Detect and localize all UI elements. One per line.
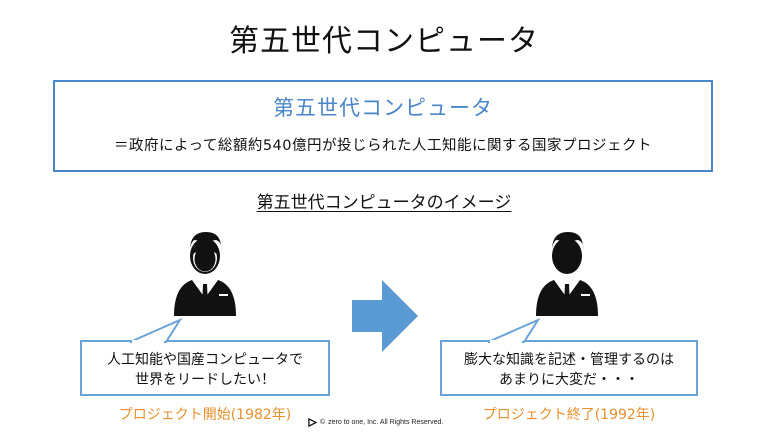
speech-bubble-left: 人工知能や国産コンピュータで 世界をリードしたい！ [80,340,330,396]
speech-bubble-right-tail [487,318,541,346]
businessman-icon [174,232,236,316]
image-section-title: 第五世代コンピュータのイメージ [0,188,768,213]
speech-left-line1: 人工知能や国産コンピュータで [107,352,303,368]
speech-left-line2: 世界をリードしたい！ [135,372,275,388]
caption-end: プロジェクト終了(1992年) [482,407,656,423]
speech-right-line1: 膨大な知識を記述・管理するのは [464,352,674,368]
speech-right-line2: あまりに大変だ・・・ [499,372,639,388]
copyright-symbol: © [320,419,326,426]
definition-box: 第五世代コンピュータ ＝政府によって総額約540億円が投じられた人工知能に関する… [53,80,713,172]
businessman-icon [536,232,598,316]
definition-heading: 第五世代コンピュータ [273,96,493,120]
speech-bubble-right: 膨大な知識を記述・管理するのは あまりに大変だ・・・ [440,340,698,396]
copyright-footer: © zero to one, Inc. All Rights Reserved. [308,418,443,427]
right-arrow-icon [352,280,418,352]
speech-bubble-left-tail [129,318,183,346]
definition-text: ＝政府によって総額約540億円が投じられた人工知能に関する国家プロジェクト [113,138,652,154]
play-logo-icon [308,418,317,427]
caption-start: プロジェクト開始(1982年) [118,407,292,423]
copyright-text: zero to one, Inc. All Rights Reserved. [328,419,444,426]
image-section-title-text: 第五世代コンピュータのイメージ [256,193,512,213]
page-title: 第五世代コンピュータ [229,24,539,59]
